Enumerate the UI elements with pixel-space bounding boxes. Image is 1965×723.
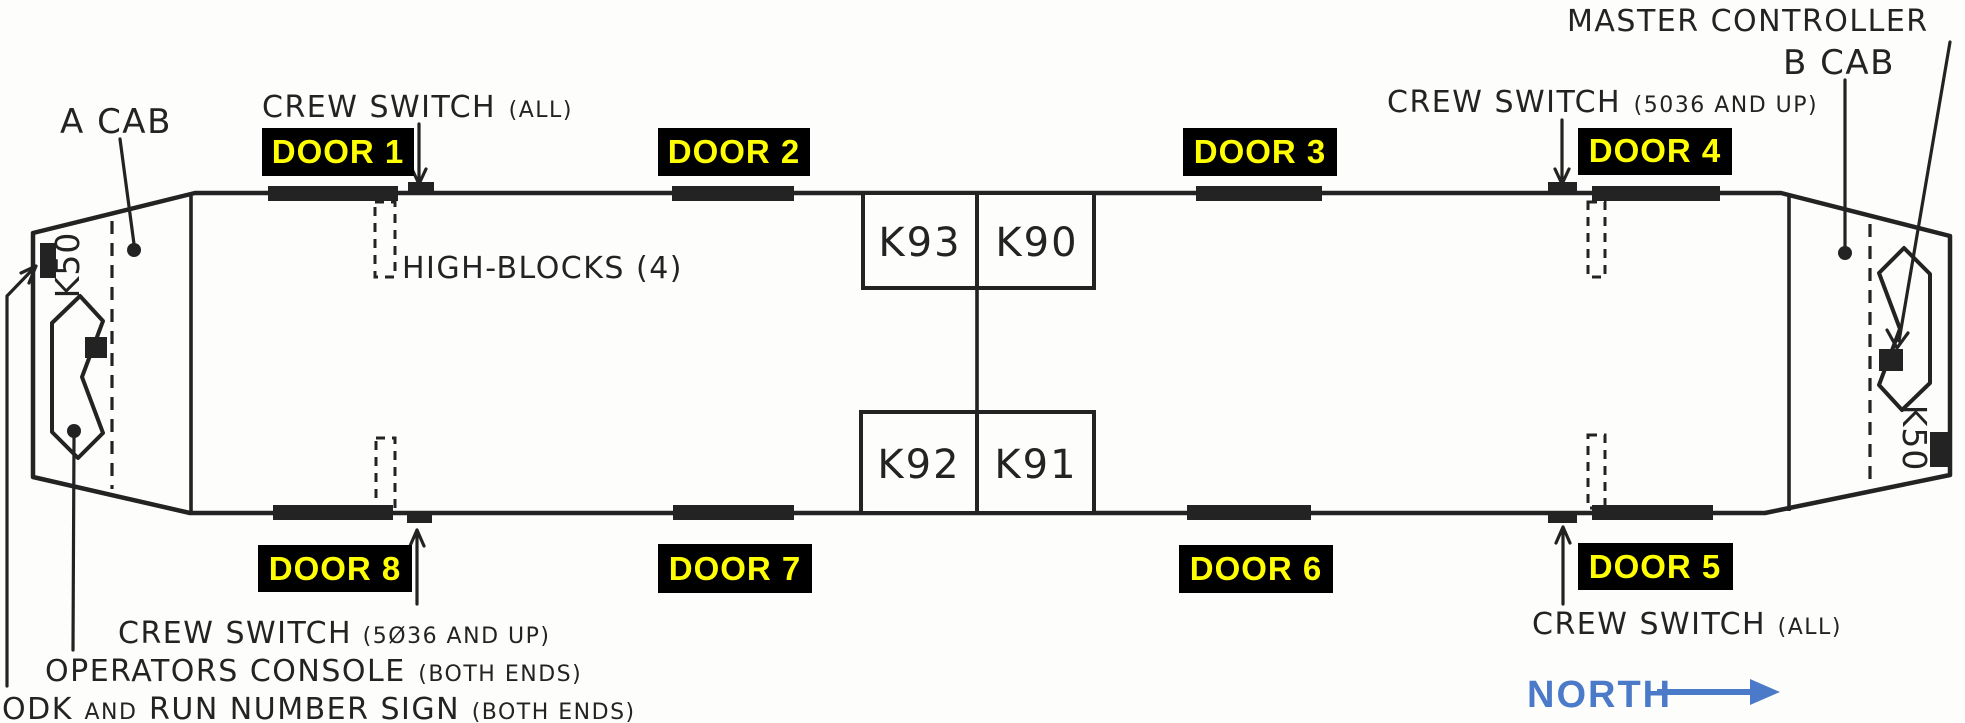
door-label-4-text: DOOR 4 xyxy=(1589,132,1722,169)
door-label-5-bg xyxy=(1578,543,1733,590)
operators-console-right xyxy=(1877,246,1932,412)
crew-switch-bottom-left-main: CREW SWITCH xyxy=(118,616,352,651)
door-label-5-text: DOOR 5 xyxy=(1589,548,1722,585)
relay-label-k91: K91 xyxy=(994,442,1077,488)
crew-switch-bottom-right-main: CREW SWITCH xyxy=(1532,607,1766,642)
door-label-1-bg xyxy=(262,128,414,176)
crew-switch-bottom-left-label: CREW SWITCH (5Ø36 AND UP) xyxy=(118,616,550,651)
crew-switch-top-right-mark xyxy=(1548,182,1577,192)
master-controller-leader-line xyxy=(1897,40,1952,343)
door-label-2-text: DOOR 2 xyxy=(668,133,801,170)
crew-switch-bottom-left-mark xyxy=(407,513,432,523)
odk-part1: ODK xyxy=(2,692,73,723)
door-label-6-text: DOOR 6 xyxy=(1190,550,1323,587)
door-label-3: DOOR 3 xyxy=(1183,128,1337,176)
door-label-3-bg xyxy=(1183,128,1337,176)
door-5-opening xyxy=(1592,505,1713,520)
crew-switch-top-right-arrow xyxy=(1553,118,1571,186)
relay-label-k90: K90 xyxy=(995,220,1078,266)
odk-run-number-sign-right xyxy=(1930,432,1948,467)
door-label-1-text: DOOR 1 xyxy=(272,133,405,170)
crew-switch-top-left-label: CREW SWITCH (ALL) xyxy=(262,90,573,125)
k50-label-right: K50 xyxy=(1895,405,1934,472)
a-cab-dot xyxy=(127,243,141,257)
crew-switch-bottom-left-arrow xyxy=(408,528,426,606)
door-4-opening xyxy=(1592,186,1720,201)
door-label-4: DOOR 4 xyxy=(1578,128,1732,175)
master-controller-label: MASTER CONTROLLER xyxy=(1567,4,1929,39)
crew-switch-bottom-right-arrow xyxy=(1554,525,1572,606)
door-label-5: DOOR 5 xyxy=(1578,543,1733,590)
relay-box-k92 xyxy=(859,410,979,515)
a-cab-leader-line xyxy=(118,137,136,246)
relay-label-k93: K93 xyxy=(878,220,961,266)
high-block-top-right xyxy=(1586,200,1607,279)
door-7-opening xyxy=(673,505,794,520)
crew-switch-top-left-qualifier: (ALL) xyxy=(509,98,573,123)
operators-console-left xyxy=(50,294,105,460)
master-controller-box xyxy=(1879,349,1903,371)
high-block-top-left xyxy=(373,200,397,279)
operators-console-label: OPERATORS CONSOLE (BOTH ENDS) xyxy=(45,654,582,689)
door-label-2-bg xyxy=(658,128,810,176)
operators-console-main: OPERATORS CONSOLE xyxy=(45,654,406,689)
operators-console-leader-line xyxy=(71,436,76,652)
odk-arrowhead xyxy=(19,264,38,285)
odk-run-number-label: ODK AND RUN NUMBER SIGN (BOTH ENDS) xyxy=(2,692,636,723)
crew-switch-top-left-main: CREW SWITCH xyxy=(262,90,496,125)
crew-switch-top-left-mark xyxy=(408,182,434,192)
odk-leader-line xyxy=(5,266,36,688)
high-block-bottom-left xyxy=(374,436,397,515)
b-cab-label: B CAB xyxy=(1783,43,1895,83)
door-label-6-bg xyxy=(1179,545,1333,593)
master-controller-arrowhead xyxy=(1885,328,1910,350)
crew-switch-bottom-left-qualifier: (5Ø36 AND UP) xyxy=(363,624,551,649)
crew-switch-bottom-right-qualifier: (ALL) xyxy=(1778,615,1842,640)
door-6-opening xyxy=(1187,505,1311,520)
high-blocks-label: HIGH-BLOCKS (4) xyxy=(402,251,683,286)
door-label-1: DOOR 1 xyxy=(262,128,414,176)
crew-switch-bottom-right-mark xyxy=(1548,513,1577,523)
door-label-7-text: DOOR 7 xyxy=(669,550,802,587)
odk-and: AND xyxy=(84,700,137,723)
car-body-outline xyxy=(30,190,1953,516)
door-label-8-text: DOOR 8 xyxy=(269,550,402,587)
north-indicator: NORTH xyxy=(1527,674,1780,716)
door-label-4-bg xyxy=(1578,128,1732,175)
crew-switch-top-left-arrow xyxy=(410,122,428,186)
door-label-8-bg xyxy=(258,545,412,592)
north-arrow-head xyxy=(1750,679,1780,705)
k50-label-left: K50 xyxy=(48,232,87,299)
odk-run-number-sign-left xyxy=(40,243,56,278)
operators-console-qualifier: (BOTH ENDS) xyxy=(418,662,582,687)
odk-part2: RUN NUMBER SIGN xyxy=(149,692,460,723)
door-label-7-bg xyxy=(658,544,812,593)
console-equipment-left xyxy=(85,337,107,358)
relay-label-k92: K92 xyxy=(877,442,960,488)
odk-qualifier: (BOTH ENDS) xyxy=(472,700,636,723)
crew-switch-bottom-right-label: CREW SWITCH (ALL) xyxy=(1532,607,1842,642)
high-block-bottom-right xyxy=(1586,433,1607,510)
door-2-opening xyxy=(672,186,794,201)
crew-switch-top-right-qualifier: (5036 AND UP) xyxy=(1634,93,1818,118)
door-label-2: DOOR 2 xyxy=(658,128,810,176)
relay-box-k90 xyxy=(975,191,1096,290)
crew-switch-top-right-main: CREW SWITCH xyxy=(1387,85,1621,120)
door-8-opening xyxy=(273,505,393,520)
door-label-7: DOOR 7 xyxy=(658,544,812,593)
door-label-3-text: DOOR 3 xyxy=(1194,133,1327,170)
door-label-6: DOOR 6 xyxy=(1179,545,1333,593)
relay-box-k91 xyxy=(975,410,1096,515)
a-cab-label: A CAB xyxy=(60,102,172,142)
crew-switch-top-right-label: CREW SWITCH (5036 AND UP) xyxy=(1387,85,1818,120)
door-label-8: DOOR 8 xyxy=(258,545,412,592)
north-label: NORTH xyxy=(1527,674,1672,716)
operators-console-dot xyxy=(67,424,81,438)
b-cab-dot xyxy=(1838,246,1852,260)
door-1-opening xyxy=(268,186,398,201)
door-3-opening xyxy=(1196,186,1322,201)
